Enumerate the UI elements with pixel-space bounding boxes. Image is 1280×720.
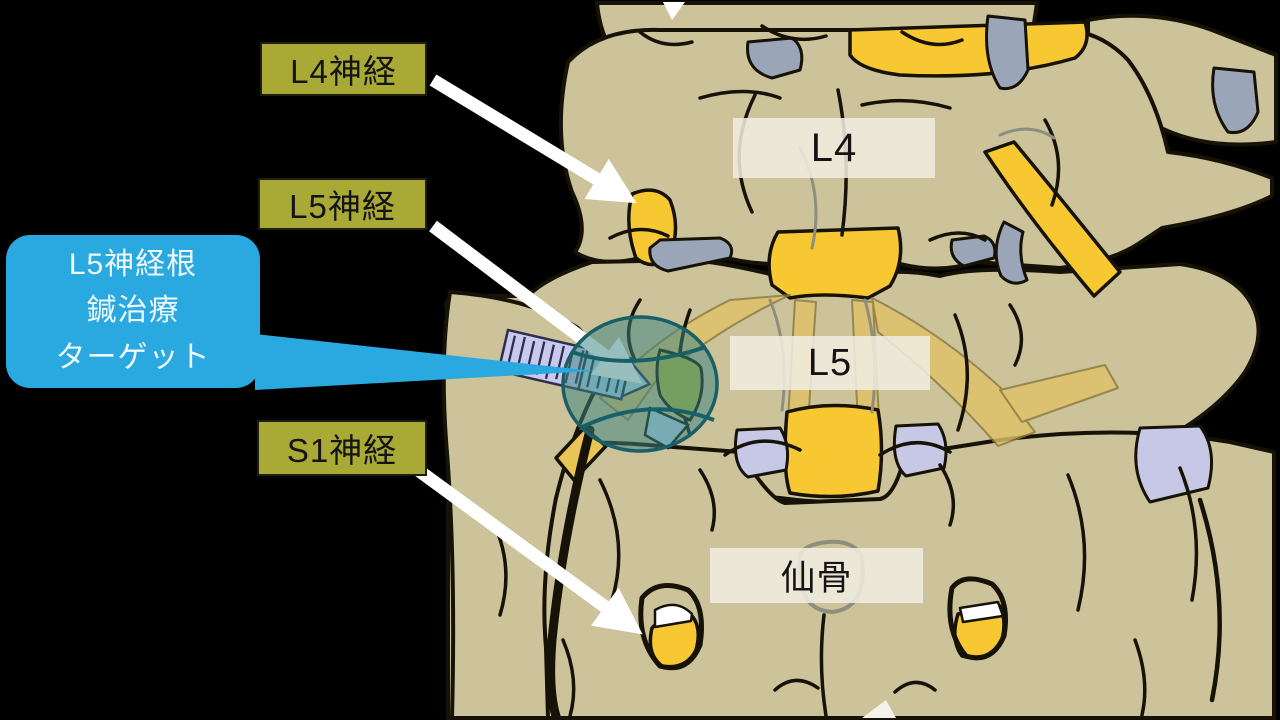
s1-foramen-left-opening — [653, 603, 694, 629]
label-s1-nerve: S1神経 — [257, 420, 427, 476]
sacral-canal-shape — [783, 403, 884, 499]
facet-gray-top-right — [1211, 66, 1260, 135]
label-l5-nerve-text: L5神経 — [289, 188, 396, 225]
label-s1-nerve-text: S1神経 — [286, 432, 398, 469]
white-accent-top — [663, 2, 685, 20]
disc-lavender-left — [733, 426, 789, 479]
callout-pointer — [255, 334, 594, 390]
callout-line-3: ターゲット — [55, 340, 211, 374]
target-circle — [561, 315, 719, 453]
cartilage-shapes — [648, 14, 1260, 504]
label-l4-vertebra-text: L4 — [810, 125, 858, 170]
facet-gray-mid-left — [648, 236, 734, 273]
l4-nerve-root-right — [983, 140, 1122, 298]
facet-gray-hook-right — [994, 220, 1029, 285]
label-l5-vertebra-text: L5 — [807, 341, 853, 384]
facet-gray-top-mid — [985, 14, 1030, 91]
label-l5-nerve: L5神経 — [258, 178, 427, 230]
label-l4-nerve: L4神経 — [260, 42, 427, 96]
cauda-equina-collar — [767, 226, 903, 300]
label-l4-nerve-text: L4神経 — [290, 53, 397, 90]
facet-gray-mid-right — [949, 234, 997, 268]
arrow-l4-icon — [429, 74, 637, 204]
disc-lavender-right — [892, 422, 948, 478]
callout-target: L5神経根 鍼治療 ターゲット — [6, 235, 260, 388]
l5-nerve-branch-far-right — [999, 364, 1119, 423]
callout-line-2: 鍼治療 — [86, 294, 180, 328]
white-accent-bottom — [862, 700, 896, 718]
label-sacrum: 仙骨 — [710, 548, 923, 603]
target-area — [429, 220, 719, 453]
arrow-s1-icon — [414, 464, 643, 635]
callout-line-1: L5神経根 — [68, 247, 198, 281]
label-l5-vertebra: L5 — [730, 336, 930, 390]
target-circle-chord-bottom — [579, 407, 715, 430]
label-l4-vertebra: L4 — [733, 118, 935, 178]
facet-gray-top-left — [746, 36, 804, 80]
disc-lavender-far-right — [1134, 424, 1214, 504]
target-circle-chord-top — [571, 345, 707, 363]
label-sacrum-text: 仙骨 — [780, 559, 853, 598]
arrows — [414, 74, 643, 635]
arrow-l5-icon — [429, 220, 643, 384]
